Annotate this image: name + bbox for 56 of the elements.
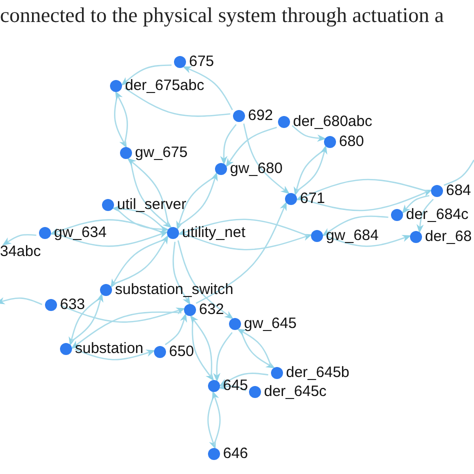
arrow bbox=[120, 64, 172, 86]
arrow bbox=[70, 311, 182, 350]
node-label: gw_680 bbox=[230, 160, 283, 178]
node-label: substation bbox=[75, 340, 144, 358]
arrow bbox=[416, 198, 434, 234]
node-label: 650 bbox=[169, 343, 194, 361]
node-label: util_server bbox=[117, 196, 186, 214]
arrow bbox=[226, 126, 277, 168]
arrow bbox=[178, 218, 308, 236]
node-label: 692 bbox=[248, 107, 274, 125]
node-label: substation_switch bbox=[115, 281, 234, 299]
node-label: gw_634 bbox=[54, 224, 107, 242]
arrow bbox=[292, 125, 326, 142]
node-label: gw_645 bbox=[244, 315, 297, 333]
arrow bbox=[116, 208, 170, 233]
node-label: 680 bbox=[339, 133, 364, 151]
node-label: der_68 bbox=[425, 228, 472, 246]
node-label: gw_675 bbox=[135, 144, 188, 162]
arrow bbox=[220, 124, 237, 166]
arrow bbox=[115, 90, 128, 144]
arrow bbox=[322, 216, 388, 236]
arrow bbox=[177, 240, 234, 320]
arrow bbox=[196, 201, 287, 304]
arrow bbox=[164, 312, 188, 346]
arrow bbox=[218, 382, 246, 392]
node-label: 675 bbox=[189, 53, 214, 71]
arrow bbox=[218, 372, 268, 387]
arrow bbox=[402, 195, 430, 214]
arrow bbox=[54, 231, 168, 247]
node-label: 645 bbox=[223, 377, 248, 395]
node-label: der_680abc bbox=[293, 113, 372, 131]
node-label: der_645c bbox=[264, 383, 327, 401]
arrow bbox=[212, 390, 221, 446]
node-label: gw_684 bbox=[326, 227, 379, 245]
node-label: 632 bbox=[199, 301, 224, 319]
node-label: 646 bbox=[223, 445, 248, 463]
node-label: 671 bbox=[300, 190, 326, 208]
arrow bbox=[190, 314, 212, 378]
arrow bbox=[172, 242, 190, 306]
caption-text: connected to the physical system through actuation a bbox=[0, 2, 444, 28]
arrow bbox=[2, 234, 36, 246]
node-label: 633 bbox=[60, 296, 86, 314]
arrow bbox=[243, 123, 290, 194]
arrow bbox=[182, 66, 233, 110]
node-label: der_645b bbox=[286, 364, 350, 382]
node-label: utility_net bbox=[182, 224, 246, 242]
arrow bbox=[326, 234, 412, 247]
arrow bbox=[213, 332, 233, 382]
node-label: 684 bbox=[446, 182, 472, 200]
arrow bbox=[74, 348, 156, 360]
node-label: der_675abc bbox=[125, 77, 204, 95]
arrow bbox=[296, 178, 428, 200]
arrow bbox=[60, 304, 186, 323]
arrow bbox=[0, 297, 42, 306]
node-label: 34abc bbox=[0, 243, 41, 261]
node-label: der_684c bbox=[406, 206, 469, 224]
